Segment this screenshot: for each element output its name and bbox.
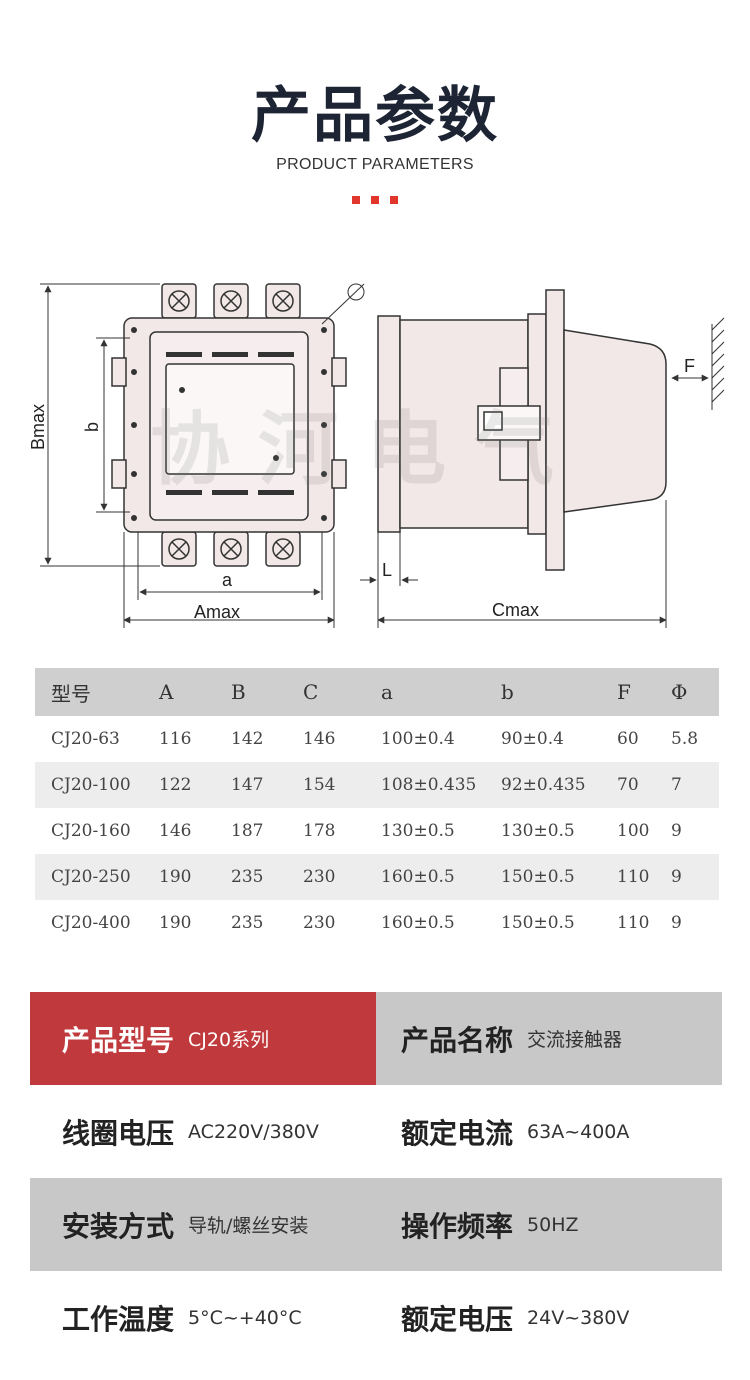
info-row: 产品型号 CJ20系列 产品名称 交流接触器 [30, 992, 722, 1085]
info-value: 交流接触器 [527, 1029, 623, 1051]
info-cell-install: 安装方式 导轨/螺丝安装 [30, 1178, 376, 1271]
cell: 146 [159, 821, 192, 841]
cell: 150±0.5 [501, 913, 575, 933]
info-cell-rated-current: 额定电流 63A~400A [376, 1085, 722, 1178]
cell: 9 [671, 867, 682, 887]
label-amax: Amax [194, 602, 240, 622]
cell: 160±0.5 [381, 867, 455, 887]
contactor-drawing: Bmax b a Amax L Cmax F [28, 283, 725, 628]
cell: 9 [671, 913, 682, 933]
cell: 100±0.4 [381, 729, 455, 749]
cell: 187 [231, 821, 264, 841]
cell: 230 [303, 867, 336, 887]
label-bmax: Bmax [28, 404, 48, 450]
table-row: CJ20-63 116 142 146 100±0.4 90±0.4 60 5.… [35, 716, 719, 762]
cell: 5.8 [671, 729, 699, 749]
table-row: CJ20-100 122 147 154 108±0.435 92±0.435 … [35, 762, 719, 808]
label-l: L [382, 560, 392, 580]
col-B: B [231, 680, 246, 704]
col-a: a [381, 680, 393, 704]
info-label: 工作温度 [62, 1302, 175, 1336]
label-b: b [82, 422, 102, 432]
col-F: F [617, 680, 631, 704]
cell: CJ20-400 [51, 913, 131, 933]
title-block: 产品参数 PRODUCT PARAMETERS [0, 80, 750, 174]
info-value: 63A~400A [527, 1120, 630, 1143]
col-model: 型号 [51, 681, 91, 706]
cell: CJ20-63 [51, 729, 120, 749]
cell: 7 [671, 775, 682, 795]
cell: 110 [617, 867, 650, 887]
cell: 130±0.5 [381, 821, 455, 841]
table-row: CJ20-160 146 187 178 130±0.5 130±0.5 100… [35, 808, 719, 854]
info-cell-coil-voltage: 线圈电压 AC220V/380V [30, 1085, 376, 1178]
spec-table: 型号 A B C a b F Φ CJ20-63 116 142 146 100… [35, 668, 719, 946]
cell: 130±0.5 [501, 821, 575, 841]
info-label: 安装方式 [62, 1209, 175, 1243]
info-label: 产品名称 [401, 1023, 514, 1057]
cell: 160±0.5 [381, 913, 455, 933]
info-cell-model: 产品型号 CJ20系列 [30, 992, 376, 1085]
page-subtitle: PRODUCT PARAMETERS [276, 156, 474, 173]
info-value: CJ20系列 [188, 1029, 270, 1051]
col-phi: Φ [671, 680, 688, 704]
cell: 70 [617, 775, 639, 795]
info-cell-rated-voltage: 额定电压 24V~380V [376, 1271, 722, 1364]
info-cell-frequency: 操作频率 50HZ [376, 1178, 722, 1271]
cell: 142 [231, 729, 264, 749]
info-grid: 产品型号 CJ20系列 产品名称 交流接触器 线圈电压 AC220V/380V … [30, 992, 722, 1364]
cell: 146 [303, 729, 336, 749]
cell: CJ20-100 [51, 775, 131, 795]
label-a: a [222, 570, 233, 590]
info-label: 产品型号 [62, 1023, 175, 1057]
info-value: AC220V/380V [188, 1120, 319, 1143]
label-cmax: Cmax [492, 600, 539, 620]
cell: 60 [617, 729, 639, 749]
cell: 230 [303, 913, 336, 933]
cell: 235 [231, 913, 264, 933]
cell: 147 [231, 775, 264, 795]
info-label: 线圈电压 [62, 1116, 175, 1150]
cell: 235 [231, 867, 264, 887]
cell: 90±0.4 [501, 729, 564, 749]
table-row: CJ20-400 190 235 230 160±0.5 150±0.5 110… [35, 900, 719, 946]
cell: CJ20-250 [51, 867, 131, 887]
cell: 190 [159, 913, 192, 933]
cell: 154 [303, 775, 336, 795]
info-label: 操作频率 [401, 1209, 514, 1243]
label-f: F [684, 356, 695, 376]
dimension-diagram: Bmax b a Amax L Cmax F [0, 260, 750, 640]
table-row: CJ20-250 190 235 230 160±0.5 150±0.5 110… [35, 854, 719, 900]
info-label: 额定电流 [401, 1116, 514, 1150]
cell: 92±0.435 [501, 775, 586, 795]
cell: 100 [617, 821, 650, 841]
cell: 190 [159, 867, 192, 887]
info-value: 导轨/螺丝安装 [188, 1215, 309, 1237]
col-b: b [501, 680, 514, 704]
col-A: A [159, 680, 174, 704]
cell: 122 [159, 775, 192, 795]
info-value: 5°C~+40°C [188, 1306, 302, 1329]
info-row: 线圈电压 AC220V/380V 额定电流 63A~400A [30, 1085, 722, 1178]
col-C: C [303, 680, 319, 704]
cell: 108±0.435 [381, 775, 477, 795]
title-dots [352, 196, 398, 204]
cell: 9 [671, 821, 682, 841]
info-cell-name: 产品名称 交流接触器 [376, 992, 722, 1085]
info-label: 额定电压 [401, 1302, 514, 1336]
info-value: 50HZ [527, 1213, 579, 1236]
watermark: 协河电气 [150, 403, 582, 496]
cell: 110 [617, 913, 650, 933]
info-row: 安装方式 导轨/螺丝安装 操作频率 50HZ [30, 1178, 722, 1271]
cell: 116 [159, 729, 192, 749]
info-value: 24V~380V [527, 1306, 630, 1329]
cell: 150±0.5 [501, 867, 575, 887]
cell: CJ20-160 [51, 821, 131, 841]
info-cell-temperature: 工作温度 5°C~+40°C [30, 1271, 376, 1364]
table-header-row: 型号 A B C a b F Φ [35, 668, 719, 716]
page-title: 产品参数 [251, 81, 499, 151]
info-row: 工作温度 5°C~+40°C 额定电压 24V~380V [30, 1271, 722, 1364]
cell: 178 [303, 821, 336, 841]
